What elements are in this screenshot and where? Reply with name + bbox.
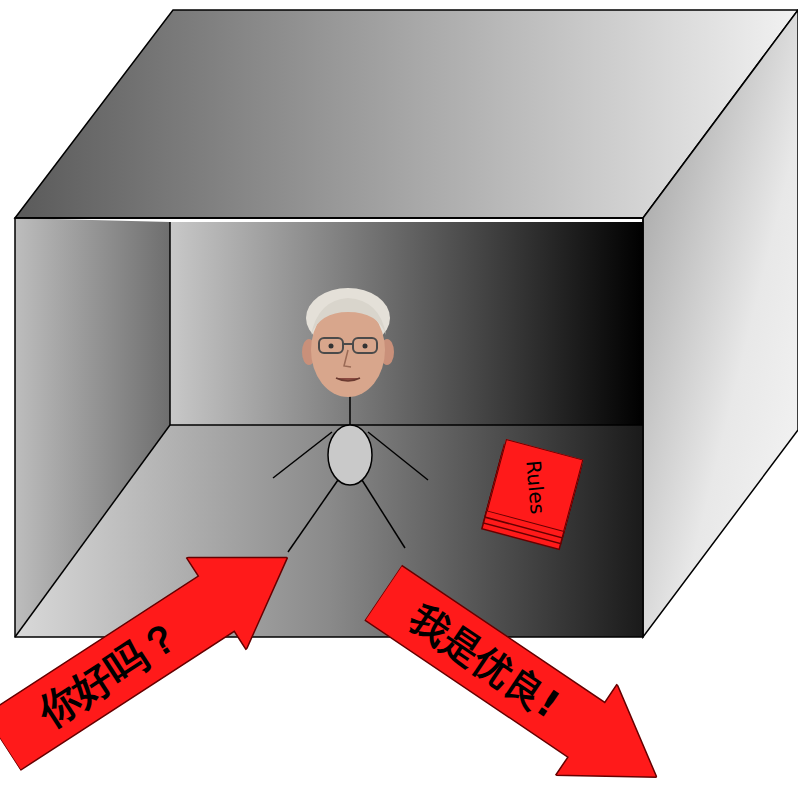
room-edges	[15, 218, 643, 637]
room-back-wall	[170, 222, 643, 425]
card-label: Rules	[521, 458, 550, 514]
arrow-body	[352, 547, 687, 811]
room-right	[643, 10, 798, 637]
arrow-body	[0, 511, 318, 788]
person-head	[302, 288, 394, 397]
room-floor	[15, 425, 643, 637]
person-figure	[273, 395, 428, 552]
